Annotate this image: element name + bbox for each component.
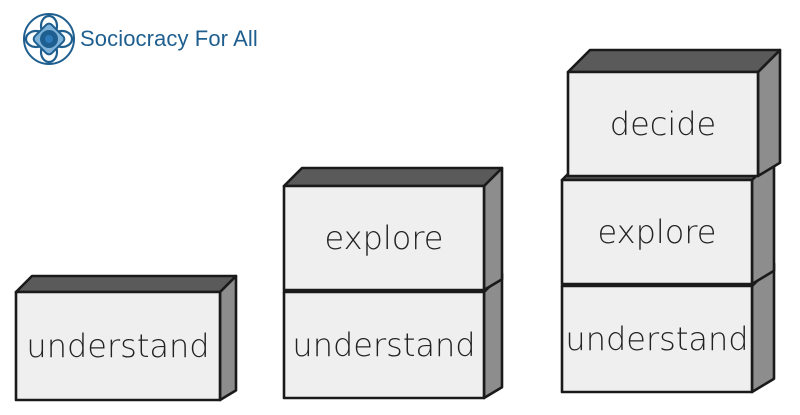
brand-name: Sociocracy For All [80,26,258,51]
block-label-decide: decide [609,105,717,143]
block-top-face [282,166,504,188]
block-label-explore: explore [597,213,717,251]
block-label-explore: explore [324,219,444,257]
brand-logo: Sociocracy For All [22,12,258,66]
block [282,166,504,292]
block-label-understand: understand [292,326,476,364]
block-label-understand: understand [26,327,210,365]
block-side-face [482,166,504,292]
block-side-face [218,274,238,402]
block-front-face [282,184,486,292]
block [14,274,238,402]
sociocracy-for-all-logo-icon [23,13,75,65]
block-top-face [14,274,238,294]
block-label-understand: understand [565,320,749,358]
block-side-face [482,272,504,400]
block-front-face [14,290,222,402]
block [566,48,782,178]
block-front-face [560,178,754,286]
block-front-face [566,70,760,178]
block-top-face [566,48,782,74]
block-front-face [282,290,486,400]
block-front-face [560,284,754,394]
